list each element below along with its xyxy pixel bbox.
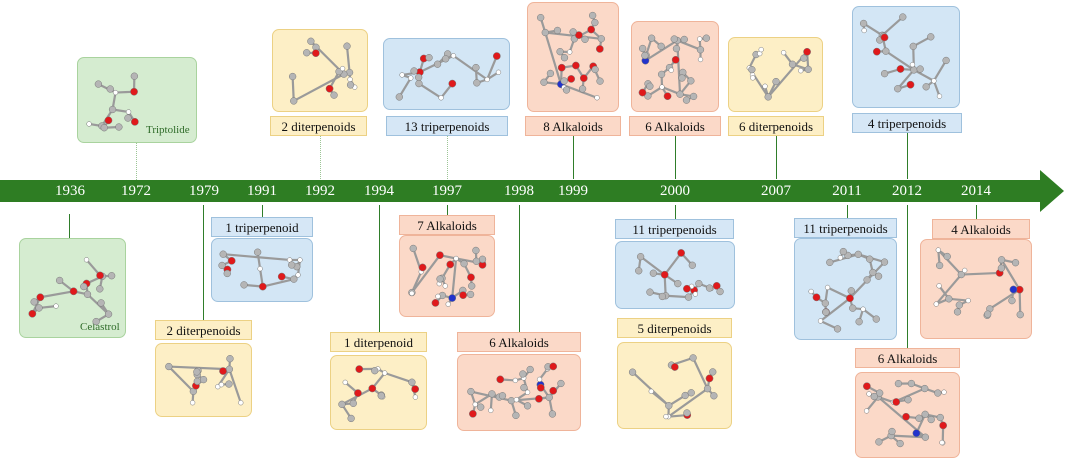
- year-1997: 1997: [432, 183, 462, 199]
- label-1998: 6 Alkaloids: [457, 332, 581, 352]
- label-1997-below: 7 Alkaloids: [399, 215, 495, 235]
- connector-2011: [847, 205, 848, 218]
- connector-1991: [262, 205, 263, 217]
- structure-panel-celastrol: Celastrol: [19, 238, 126, 338]
- label-2011: 11 triperpenoids: [794, 218, 897, 238]
- year-1994: 1994: [364, 183, 394, 199]
- year-1999: 1999: [558, 183, 588, 199]
- structure-panel-2007: [728, 37, 823, 112]
- connector-1994: [379, 205, 380, 332]
- structure-panel-1997-below: [399, 235, 495, 317]
- timeline-arrow-shape: [0, 170, 1064, 212]
- structure-panel-triptolide: Triptolide: [77, 57, 197, 143]
- connector-2000-down: [675, 205, 676, 219]
- structure-panel-1999: [527, 2, 619, 112]
- structure-panel-1998: [457, 354, 581, 431]
- year-1991: 1991: [247, 183, 277, 199]
- structure-panel-2014: [920, 239, 1032, 339]
- molecule-name-celastrol: Celastrol: [80, 321, 120, 333]
- year-1992: 1992: [305, 183, 335, 199]
- structure-panel-2011: [794, 238, 897, 340]
- connector-1998: [519, 205, 520, 332]
- year-2011: 2011: [832, 183, 862, 199]
- label-1999: 8 Alkaloids: [525, 116, 621, 136]
- structure-panel-1994: [330, 355, 427, 430]
- structure-panel-2012-below: [855, 372, 960, 458]
- connector-1936: [69, 214, 70, 238]
- year-1936: 1936: [55, 183, 85, 199]
- label-2012-below: 6 Alkaloids: [855, 348, 960, 368]
- label-1994: 1 diterpenoid: [330, 332, 427, 352]
- label-2012-above: 4 triperpenoids: [852, 113, 962, 133]
- year-2007: 2007: [761, 183, 791, 199]
- year-2000: 2000: [660, 183, 690, 199]
- connector-2014: [976, 205, 977, 219]
- label-1991: 1 triperpenoid: [211, 217, 313, 237]
- label-2000-below-triperpenoids: 11 triperpenoids: [615, 219, 734, 239]
- label-1997: 13 triperpenoids: [386, 116, 508, 136]
- molecule-name-triptolide: Triptolide: [146, 124, 190, 136]
- connector-1992: [320, 136, 321, 179]
- structure-panel-2000-below-diterpenoids: [617, 342, 732, 429]
- year-2014: 2014: [961, 183, 991, 199]
- connector-1997-down: [447, 205, 448, 215]
- year-1998: 1998: [504, 183, 534, 199]
- year-1979: 1979: [189, 183, 219, 199]
- timeline-arrow: [0, 170, 1064, 212]
- structure-panel-1997: [383, 38, 510, 110]
- label-2007: 6 diterpenoids: [728, 116, 824, 136]
- structure-panel-2000-above: [631, 21, 719, 112]
- label-1979: 2 diterpenoids: [155, 320, 252, 340]
- label-2000-above: 6 Alkaloids: [629, 116, 721, 136]
- structure-panel-2012-above: [852, 6, 960, 108]
- label-2014: 4 Alkaloids: [932, 219, 1030, 239]
- label-1992: 2 diterpenoids: [270, 116, 367, 136]
- connector-2000-up: [675, 136, 676, 179]
- connector-1979: [203, 205, 204, 320]
- year-2012: 2012: [892, 183, 922, 199]
- connector-2012-up: [907, 132, 908, 179]
- structure-panel-2000-below-triperpenoids: [615, 241, 735, 309]
- structure-panel-1979: [155, 343, 252, 417]
- label-2000-below-diterpenoids: 5 diterpenoids: [617, 318, 732, 338]
- connector-2007: [776, 136, 777, 179]
- connector-1972: [136, 143, 137, 180]
- connector-1999: [573, 136, 574, 179]
- structure-panel-1992: [272, 29, 368, 112]
- structure-panel-1991: [211, 238, 313, 302]
- connector-2012-down: [907, 205, 908, 348]
- year-1972: 1972: [121, 183, 151, 199]
- connector-1997-up: [447, 136, 448, 179]
